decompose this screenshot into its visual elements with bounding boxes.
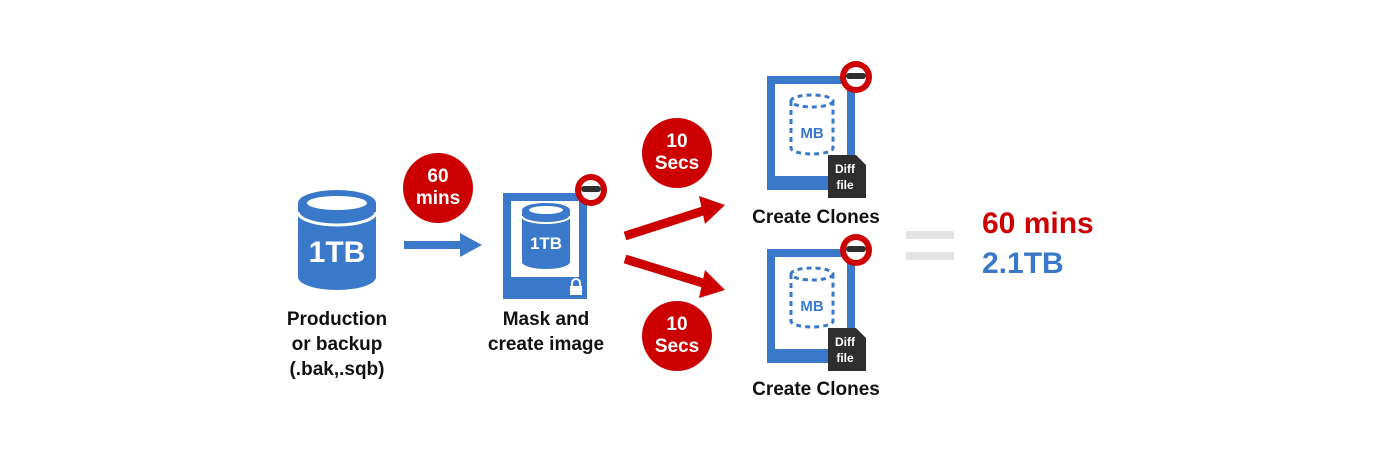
clone-icon: MB [767, 249, 855, 363]
time-badge-10-secs-text: 10 Secs [642, 131, 712, 175]
equals-icon [906, 231, 954, 260]
time-badge-line2: Secs [654, 336, 700, 357]
time-badge-60-mins-text: 60 mins [403, 166, 473, 210]
caption-line: Production [286, 309, 388, 330]
result-size: 2.1TB [982, 247, 1064, 280]
masked-avatar-icon [840, 234, 872, 266]
masked-avatar-icon [840, 61, 872, 93]
arrow-right-icon [623, 196, 725, 241]
time-badge-10-secs [642, 301, 712, 371]
time-badge-line1: 10 [666, 314, 688, 335]
image-caption: Mask and create image [466, 307, 626, 357]
clone-caption: Create Clones [752, 379, 880, 400]
caption-line: or backup [291, 334, 383, 355]
diff-label-line1: Diff [835, 162, 856, 176]
source-caption: Production or backup (.bak,.sqb) [257, 307, 417, 382]
time-badge-60-mins [403, 153, 473, 223]
clone-size-label: MB [800, 298, 823, 315]
diff-label-line2: file [836, 351, 854, 365]
time-badge-10-secs [642, 118, 712, 188]
lock-icon [570, 278, 582, 295]
source-database-icon: 1TB [296, 190, 378, 290]
image-size-label: 1TB [530, 234, 562, 253]
time-badge-line1: 60 [427, 166, 449, 187]
caption-line: Mask and [502, 309, 590, 330]
diff-file-icon: Diff file [828, 155, 866, 198]
time-badge-10-secs-text: 10 Secs [642, 314, 712, 358]
masked-image-icon: 1TB [503, 193, 587, 299]
arrow-right-icon [404, 233, 482, 257]
clone-size-label: MB [800, 125, 823, 142]
time-badge-line2: mins [415, 188, 461, 209]
arrow-right-icon [623, 254, 725, 298]
source-size-label: 1TB [309, 236, 366, 269]
diff-file-icon: Diff file [828, 328, 866, 371]
diff-label-line2: file [836, 178, 854, 192]
caption-line: create image [487, 334, 605, 355]
diff-label-line1: Diff [835, 335, 856, 349]
caption-line: (.bak,.sqb) [289, 359, 385, 380]
time-badge-line2: Secs [654, 153, 700, 174]
masked-avatar-icon [575, 174, 607, 206]
clone-caption: Create Clones [752, 207, 880, 228]
time-badge-line1: 10 [666, 131, 688, 152]
result-time: 60 mins [982, 207, 1094, 240]
